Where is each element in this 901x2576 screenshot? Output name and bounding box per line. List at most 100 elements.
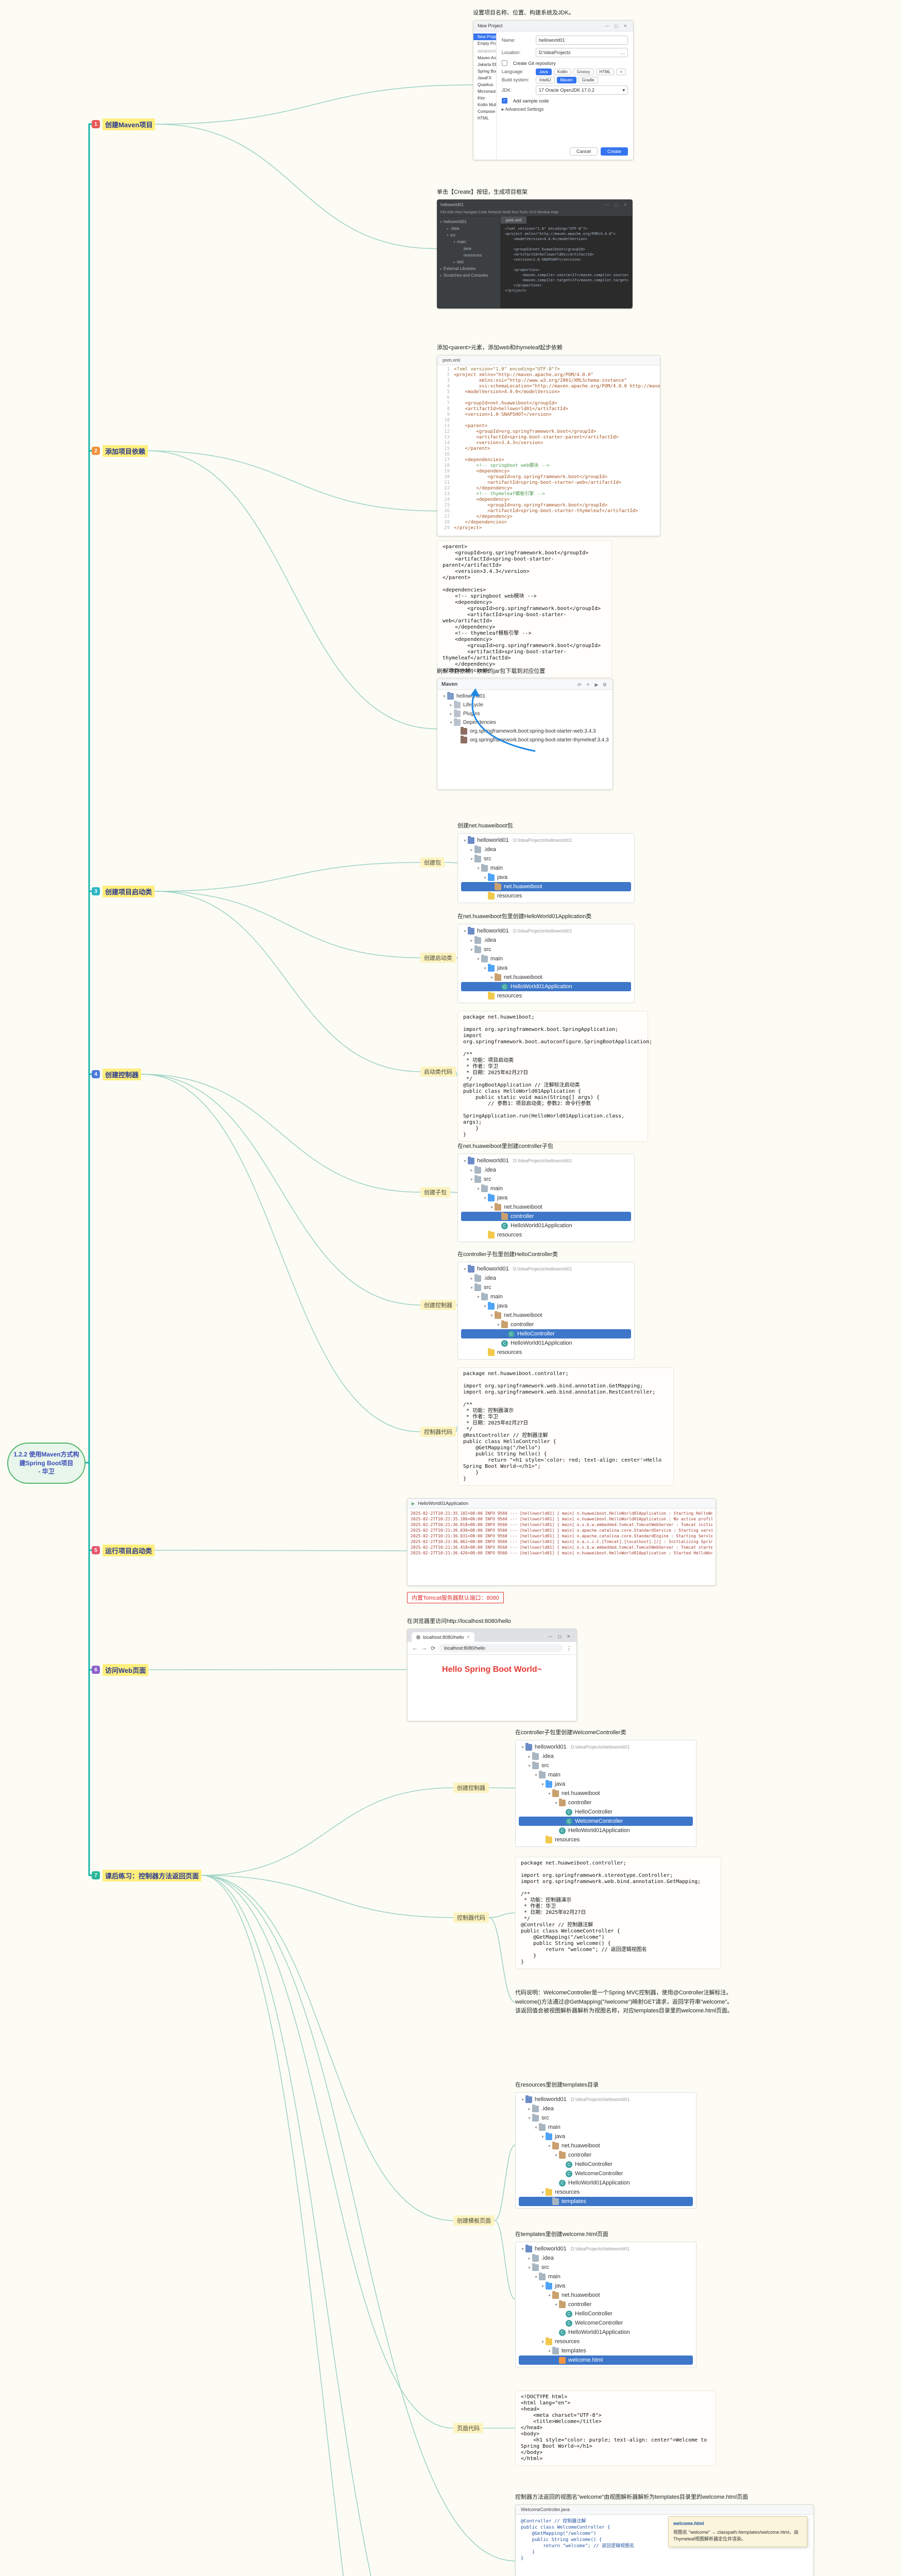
tree-item: ▾ net.huaweiboot (461, 1311, 631, 1320)
chevron-icon: ▾ (541, 2134, 544, 2139)
branch-number-badge: 7 (92, 1871, 100, 1879)
branch-run-application[interactable]: 5 运行项目启动类 (92, 1544, 155, 1556)
tree-item-label: java (497, 1303, 508, 1310)
note-view-resolver[interactable]: 控制器方法返回的视图名"welcome"由视图解析器解析为templates目录… (515, 2494, 749, 2500)
console-log: 2025-02-27T10:21:35.102+08:00 INFO 9560 … (407, 1509, 716, 1585)
project-tree-screenshot[interactable]: ▾ helloworld01 D:\IdeaProjects\helloworl… (457, 1154, 635, 1243)
project-tree-screenshot[interactable]: ▾ helloworld01 D:\IdeaProjects\helloworl… (457, 833, 635, 904)
tree-item-label: main (548, 2124, 560, 2131)
editor-doc-popup-screenshot[interactable]: WelcomeController.java @Controller // 控制… (515, 2504, 814, 2576)
idea-window-screenshot[interactable]: helloworld01 — ▢ ✕ File Edit View Naviga… (437, 199, 633, 309)
git-checkbox (501, 60, 507, 66)
tree-item: resources (461, 1230, 631, 1240)
code-line: 6 (437, 395, 660, 401)
chevron-icon: ▾ (440, 220, 442, 224)
welcome-controller-code[interactable]: package net.huaweiboot.controller; impor… (515, 1857, 721, 1969)
maven-node-icon (454, 709, 461, 718)
tree-item: ▸ .idea (461, 845, 631, 854)
node-controller-code[interactable]: 控制器代码 (420, 1427, 456, 1437)
code-line: 13 <artifactId>spring-boot-starter-paren… (437, 435, 660, 440)
ide-tree-item: ▾ main (437, 239, 500, 245)
file-type-icon (488, 1301, 495, 1310)
mindmap-spine (83, 123, 93, 1876)
tree-item: ▾ src (461, 1283, 631, 1292)
pom-editor-screenshot[interactable]: pom.xml 1 <?xml version="1.0" encoding="… (437, 355, 660, 537)
tree-item-note: D:\IdeaProjects\helloworld01 (513, 1266, 572, 1272)
branch-exercise-return-page[interactable]: 7 课后练习：控制器方法返回页面 (92, 1869, 202, 1882)
dialog-sidebar-item: Compose Multiplatform (478, 109, 496, 114)
note-project-settings[interactable]: 设置项目名称、位置、构建系统及JDK。 (473, 10, 574, 16)
node-create-package[interactable]: 创建包 (420, 857, 445, 868)
project-tree-screenshot[interactable]: ▾ helloworld01 D:\IdeaProjects\helloworl… (515, 2092, 696, 2209)
code-line: 4 xsi:schemaLocation="http://maven.apach… (437, 384, 660, 389)
branch-connector (155, 891, 421, 958)
branch-create-maven-project[interactable]: 1 创建Maven项目 (92, 118, 156, 130)
tree-item: welcome.html (519, 2355, 693, 2365)
tree-item-label: src (541, 1762, 549, 1769)
maven-tree-item: ▸ Plugins (440, 709, 609, 718)
note-create-templates-dir[interactable]: 在resources里创建templates目录 (515, 2082, 599, 2088)
central-topic[interactable]: 1.2.2 使用Maven方式构建Spring Boot项目 - 华卫 (7, 1443, 86, 1484)
note-create-application-class[interactable]: 在net.huaweiboot包里创建HelloWorld01Applicati… (457, 913, 592, 920)
new-project-dialog-screenshot[interactable]: New Project — ▢ ✕ New Project Empty Proj… (473, 20, 634, 161)
note-visit-hello[interactable]: 在浏览器里访问http://localhost:8080/hello (407, 1618, 511, 1624)
project-tree-screenshot[interactable]: ▾ helloworld01 D:\IdeaProjects\helloworl… (515, 1740, 696, 1848)
application-class-code[interactable]: package net.huaweiboot; import org.sprin… (457, 1011, 652, 1142)
node-create-template-page[interactable]: 创建模板页面 (453, 2215, 495, 2226)
note-create-package[interactable]: 创建net.huaweiboot包 (457, 823, 513, 829)
log-line: 2025-02-27T10:21:35.106+08:00 INFO 9560 … (411, 1517, 712, 1521)
tree-item-label: HelloWorld01Application (511, 1223, 572, 1229)
node-create-controller-class[interactable]: 创建控制器 (420, 1300, 456, 1310)
tree-item: ▸ .idea (519, 2104, 693, 2113)
chevron-icon: ▾ (528, 2265, 531, 2270)
chevron-icon: ▸ (440, 267, 442, 271)
note-create-welcome-controller[interactable]: 在controller子包里创建WelcomeController类 (515, 1730, 626, 1736)
tree-item-label: HelloController (575, 1809, 613, 1816)
tree-item-note: D:\IdeaProjects\helloworld01 (570, 2097, 630, 2103)
hello-controller-code[interactable]: package net.huaweiboot.controller; impor… (457, 1367, 674, 1486)
node-page-code[interactable]: 页面代码 (453, 2423, 483, 2433)
chevron-icon: ▾ (521, 2246, 524, 2251)
project-tree-screenshot[interactable]: ▾ helloworld01 D:\IdeaProjects\helloworl… (515, 2242, 696, 2368)
code-line: 19 <dependency> (437, 469, 660, 474)
node-create-application-class[interactable]: 创建启动类 (420, 953, 456, 963)
chevron-icon: ▾ (447, 233, 449, 238)
run-icon: ▶ (412, 1501, 415, 1506)
note-refresh-deps[interactable]: 刷新项目依赖，依赖的jar包下载到对应位置 (437, 668, 546, 674)
chevron-icon: ▾ (484, 965, 486, 971)
branch-visit-web-page[interactable]: 6 访问Web页面 (92, 1664, 149, 1676)
tree-item-label: templates (562, 2198, 586, 2205)
note-create-welcome-html[interactable]: 在templates里创建welcome.html页面 (515, 2231, 608, 2238)
code-line: 1 <?xml version="1.0" encoding="UTF-8"?> (437, 367, 660, 372)
code-explanation[interactable]: 代码说明：WelcomeController是一个Spring MVC控制器，使… (515, 1990, 733, 2014)
branch-add-dependencies[interactable]: 2 添加项目依赖 (92, 445, 148, 457)
node-application-code[interactable]: 启动类代码 (420, 1066, 456, 1077)
pom-snippet-text[interactable]: <parent> <groupId>org.springframework.bo… (437, 540, 612, 678)
ide-tree-item: ▸ .idea (437, 225, 500, 232)
tree-item-label: .idea (484, 937, 496, 944)
note-add-parent[interactable]: 添加<parent>元素，添加web和thymeleaf起步依赖 (437, 345, 563, 351)
browser-hello-screenshot[interactable]: localhost:8080/hello ✕ — ▢ ✕ ← → ⟳ local… (407, 1629, 577, 1722)
branch-create-application-class[interactable]: 3 创建项目启动类 (92, 885, 155, 897)
node-create-welcome-controller[interactable]: 创建控制器 (453, 1783, 489, 1793)
note-create-controller-class[interactable]: 在controller子包里创建HelloController类 (457, 1251, 558, 1258)
tree-item-label: HelloController (575, 2161, 613, 2168)
tomcat-port-note[interactable]: 内置Tomcat服务器默认端口：8080 (407, 1592, 504, 1603)
welcome-html-code[interactable]: <!DOCTYPE html> <html lang="en"> <head> … (515, 2391, 716, 2466)
branch-create-controller[interactable]: 4 创建控制器 (92, 1068, 142, 1080)
tree-item-label: templates (562, 2348, 586, 2354)
file-type-icon (539, 1770, 546, 1778)
maven-panel-screenshot[interactable]: Maven ⟳ ＋ ▶ ⚙ ▾ helloworld01 ▸ Lifecycle (437, 679, 613, 790)
project-tree-screenshot[interactable]: ▾ helloworld01 D:\IdeaProjects\helloworl… (457, 1262, 635, 1360)
project-tree-screenshot[interactable]: ▾ helloworld01 D:\IdeaProjects\helloworl… (457, 924, 635, 1004)
note-click-create[interactable]: 单击【Create】按钮，生成项目框架 (437, 189, 528, 195)
run-console-screenshot[interactable]: ▶ HelloWorld01Application 2025-02-27T10:… (407, 1498, 716, 1586)
chevron-icon: ▸ (440, 274, 442, 278)
note-create-subpackage[interactable]: 在net.huaweiboot里创建controller子包 (457, 1143, 553, 1149)
node-create-subpackage[interactable]: 创建子包 (420, 1187, 450, 1197)
chevron-icon: ▾ (484, 1195, 486, 1200)
editor-tab: WelcomeController.java (516, 2505, 813, 2515)
node-welcome-controller-code[interactable]: 控制器代码 (453, 1912, 489, 1923)
chevron-icon: ▾ (490, 1205, 493, 1210)
chevron-icon: ▾ (477, 1294, 480, 1299)
